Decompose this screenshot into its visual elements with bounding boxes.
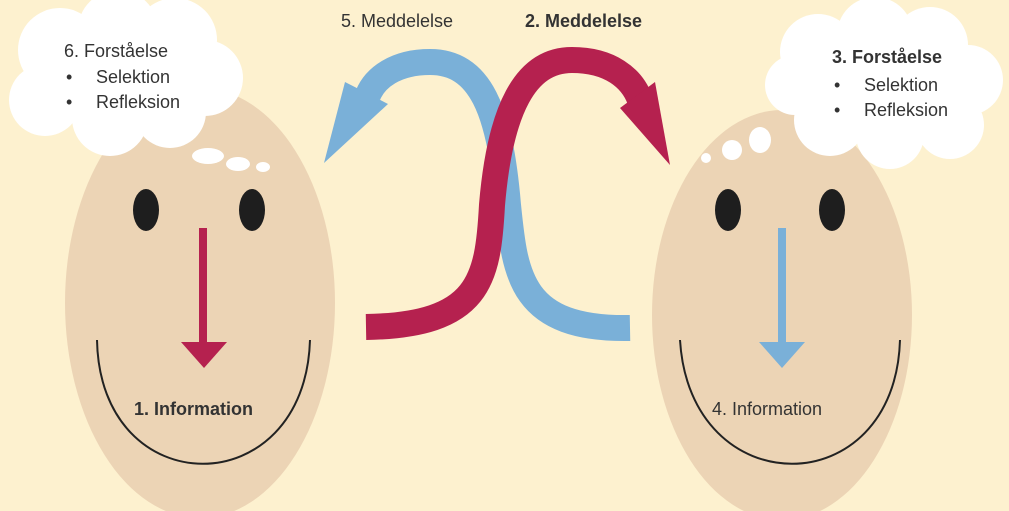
left-info-label: 1. Information <box>134 398 253 420</box>
left-thought-title: 6. Forståelse <box>64 40 168 62</box>
left-eye <box>133 189 159 231</box>
right-eye <box>819 189 845 231</box>
left-arrow-label: 5. Meddelelse <box>341 10 453 32</box>
thought-bubble-dot <box>749 127 771 153</box>
right-thought-list: Selektion Refleksion <box>832 73 948 123</box>
right-thought-item: Refleksion <box>832 98 948 123</box>
left-thought-item: Refleksion <box>64 90 180 115</box>
right-thought-title: 3. Forståelse <box>832 46 942 68</box>
info-arrow-shaft <box>778 228 786 344</box>
thought-bubble-dot <box>701 153 711 163</box>
left-thought-item: Selektion <box>64 65 180 90</box>
right-info-label: 4. Information <box>712 398 822 420</box>
right-person <box>652 0 1003 511</box>
right-eye <box>239 189 265 231</box>
thought-bubble-dot <box>722 140 742 160</box>
right-arrow-label: 2. Meddelelse <box>525 10 642 32</box>
left-thought-list: Selektion Refleksion <box>64 65 180 115</box>
right-thought-item: Selektion <box>832 73 948 98</box>
left-eye <box>715 189 741 231</box>
info-arrow-shaft <box>199 228 207 344</box>
thought-bubble-dot <box>226 157 250 171</box>
thought-bubble-dot <box>256 162 270 172</box>
thought-bubble-dot <box>192 148 224 164</box>
